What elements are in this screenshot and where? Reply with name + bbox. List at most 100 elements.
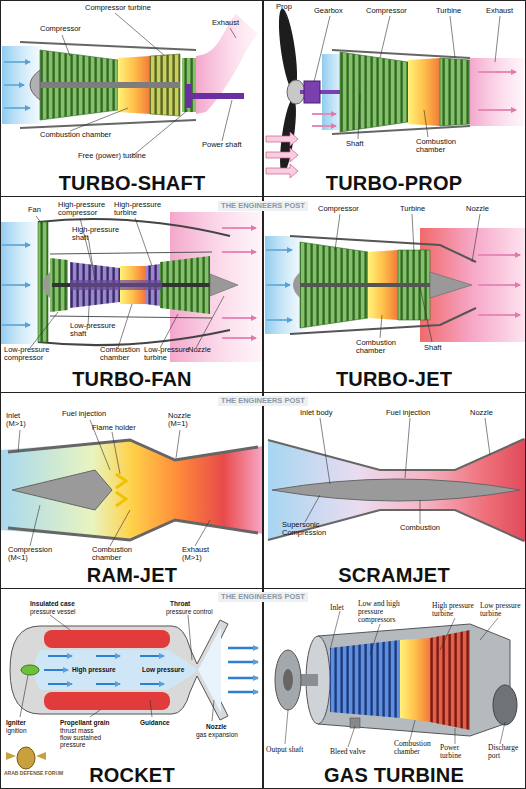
part-label: Nozzle bbox=[470, 409, 510, 417]
part-label: Shaft bbox=[346, 140, 376, 148]
rocket-illustration bbox=[198, 627, 221, 713]
part-label: Combustion chamber bbox=[416, 138, 466, 154]
part-label: High-pressure compressor bbox=[58, 201, 114, 217]
turboshaft-illustration bbox=[20, 42, 196, 50]
turbofan-illustration bbox=[0, 222, 40, 344]
part-label: Low and high pressure compressors bbox=[358, 600, 420, 624]
rocket-illustration bbox=[20, 615, 214, 721]
part-label: Igniter bbox=[6, 719, 46, 726]
turboshaft-illustration bbox=[182, 58, 196, 112]
turboshaft-illustration bbox=[20, 120, 196, 128]
panel-title: GAS TURBINE bbox=[263, 765, 525, 785]
turboprop-illustration bbox=[478, 109, 516, 111]
engine-panel: TURBO-PROP bbox=[262, 0, 526, 197]
part-label: Prop bbox=[276, 3, 306, 11]
part-label: Turbine bbox=[436, 7, 476, 15]
gas-turbine-illustration bbox=[275, 611, 517, 747]
panel-title: TURBO-JET bbox=[263, 369, 525, 389]
turbofan-illustration bbox=[222, 317, 256, 319]
turbojet-illustration bbox=[478, 284, 520, 286]
part-label: Nozzle (M=1) bbox=[168, 412, 204, 428]
part-label: High-pressure shaft bbox=[72, 226, 120, 242]
part-label: Throat bbox=[170, 600, 225, 607]
turboprop-illustration bbox=[478, 71, 516, 73]
part-label: Compressor bbox=[40, 25, 100, 33]
part-label: Low-pressure compressor bbox=[4, 346, 60, 362]
part-label: Combustion chamber bbox=[100, 346, 148, 362]
rocket-illustration bbox=[44, 630, 170, 648]
turbofan-illustration bbox=[2, 324, 30, 326]
panel-title: SCRAMJET bbox=[263, 565, 525, 585]
part-label: Insulated case bbox=[30, 600, 100, 607]
turbofan-illustration bbox=[38, 219, 230, 236]
part-label: Output shaft bbox=[266, 746, 316, 754]
panel-title: TURBO-PROP bbox=[263, 173, 525, 193]
turbofan-illustration bbox=[222, 251, 256, 253]
part-label: Combustion bbox=[400, 524, 460, 532]
rocket-illustration bbox=[96, 683, 120, 685]
watermark: THE ENGINEERS POST bbox=[218, 396, 308, 406]
rocket-illustration bbox=[48, 655, 72, 657]
scramjet-illustration bbox=[305, 418, 490, 524]
turboshaft-illustration bbox=[2, 13, 258, 158]
watermark: THE ENGINEERS POST bbox=[218, 592, 308, 602]
turboprop-illustration bbox=[312, 113, 336, 115]
turboshaft-illustration bbox=[4, 107, 30, 109]
engine-panel: ROCKET bbox=[0, 588, 264, 789]
gas-turbine-illustration bbox=[275, 650, 301, 710]
turbojet-illustration bbox=[265, 236, 305, 334]
part-label: Compressor bbox=[366, 7, 421, 15]
engine-panel: RAM-JET bbox=[0, 392, 264, 589]
rocket-illustration bbox=[96, 655, 120, 657]
turbojet-illustration bbox=[266, 284, 290, 286]
turbojet-illustration bbox=[478, 314, 520, 316]
forum-emblem bbox=[6, 747, 46, 769]
engine-panel: TURBO-JET bbox=[262, 196, 526, 393]
gas-turbine-illustration bbox=[318, 624, 510, 736]
part-label: Power turbine bbox=[440, 744, 480, 760]
part-label: Fan bbox=[28, 206, 50, 214]
part-label: Compressor bbox=[318, 205, 373, 213]
engine-panel: SCRAMJET bbox=[262, 392, 526, 589]
rocket-illustration bbox=[228, 661, 258, 664]
part-label: Nozzle bbox=[206, 723, 246, 730]
gas-turbine-illustration bbox=[430, 630, 470, 730]
ramjet-illustration bbox=[8, 440, 258, 460]
turbojet-illustration bbox=[430, 272, 472, 298]
part-label: Gearbox bbox=[314, 7, 359, 15]
gas-turbine-illustration bbox=[285, 611, 505, 747]
scramjet-illustration bbox=[272, 479, 520, 501]
scramjet-illustration bbox=[268, 439, 524, 470]
part-label: Power shaft bbox=[202, 141, 262, 149]
turbofan-illustration bbox=[222, 337, 256, 339]
part-label: Flame holder bbox=[92, 424, 150, 432]
gas-turbine-illustration bbox=[493, 685, 517, 725]
ramjet-illustration bbox=[0, 440, 263, 540]
rocket-illustration bbox=[44, 669, 68, 671]
part-label: Combustion chamber bbox=[394, 740, 444, 756]
part-label: Low-pressure turbine bbox=[144, 346, 192, 362]
part-label: High pressure turbine bbox=[432, 602, 480, 618]
turboprop-illustration bbox=[266, 132, 298, 146]
forum-emblem bbox=[17, 747, 35, 769]
part-label: Low-pressure shaft bbox=[70, 322, 118, 338]
turbojet-illustration bbox=[300, 283, 432, 287]
ramjet-illustration bbox=[116, 474, 126, 506]
turbofan-illustration bbox=[38, 330, 230, 345]
turbofan-illustration bbox=[43, 272, 50, 298]
part-label: Fuel injection bbox=[62, 410, 124, 418]
turboshaft-illustration bbox=[190, 93, 244, 99]
engine-panel: TURBO-FAN bbox=[0, 196, 264, 393]
part-label: Nozzle bbox=[466, 205, 506, 213]
panel-title: TURBO-FAN bbox=[1, 369, 263, 389]
part-note: pressure vessel bbox=[30, 608, 100, 615]
turboprop-illustration bbox=[470, 58, 524, 126]
turboprop-illustration bbox=[408, 58, 440, 126]
gas-turbine-illustration bbox=[283, 669, 293, 691]
part-label: Supersonic Compression bbox=[282, 521, 346, 537]
rocket-illustration bbox=[10, 620, 228, 720]
part-label: Combustion chamber bbox=[92, 546, 142, 562]
rocket-illustration bbox=[140, 683, 164, 685]
part-label: Free (power) turbine bbox=[78, 152, 178, 160]
ramjet-illustration bbox=[0, 420, 263, 546]
